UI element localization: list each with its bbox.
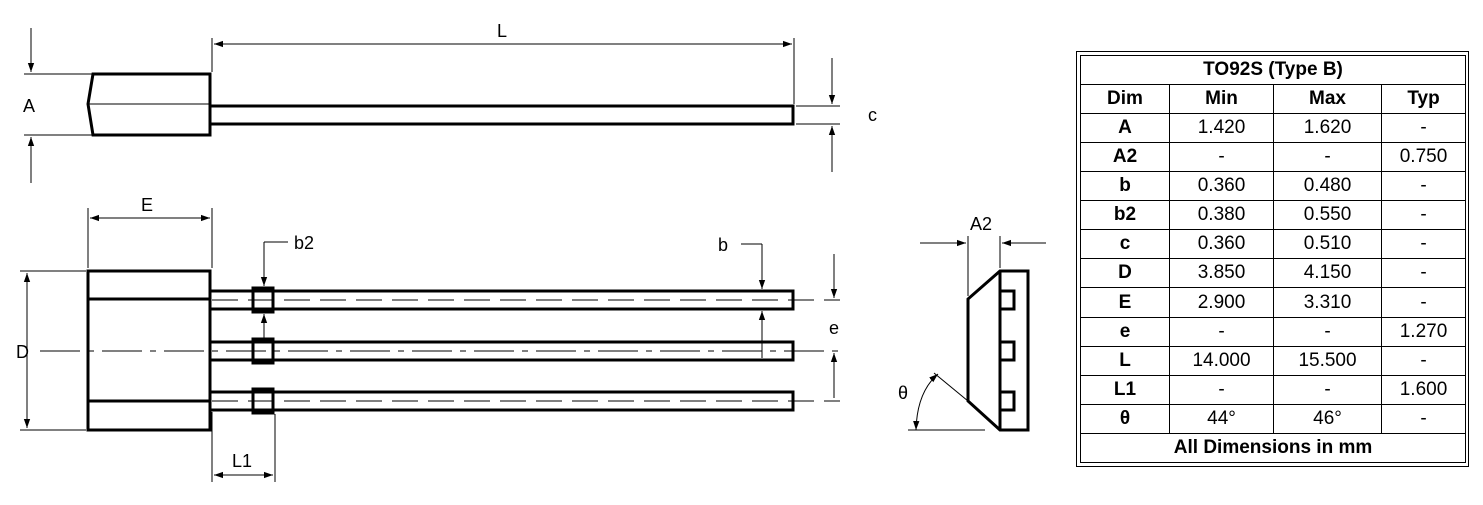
table-header-cell: Max	[1273, 84, 1382, 114]
table-dim-cell: E	[1080, 287, 1170, 318]
table-value-cell: -	[1380, 200, 1467, 231]
table-value-cell: 15.500	[1273, 345, 1382, 376]
end-view: A2 θ	[898, 214, 1046, 432]
table-value-cell: -	[1273, 374, 1382, 405]
table-dim-cell: e	[1080, 316, 1170, 347]
table-footer: All Dimensions in mm	[1079, 433, 1467, 463]
table-value-cell: -	[1273, 316, 1382, 347]
table-value-cell: -	[1169, 316, 1274, 347]
table-value-cell: 0.360	[1169, 171, 1274, 202]
label-c: c	[868, 105, 877, 125]
side-view: L A c	[23, 21, 877, 183]
table-value-cell: 1.620	[1273, 112, 1382, 144]
dim-theta-arc	[913, 373, 939, 431]
table-header-cell: Dim	[1080, 84, 1170, 114]
side-view-lead	[208, 104, 795, 126]
table-value-cell: 1.420	[1169, 112, 1274, 144]
table-value-cell: -	[1273, 142, 1382, 173]
label-b2: b2	[294, 233, 314, 253]
label-L: L	[497, 21, 507, 41]
table-value-cell: 0.510	[1273, 229, 1382, 260]
table-value-cell: -	[1380, 287, 1467, 318]
table-dim-cell: b	[1080, 171, 1170, 202]
table-value-cell: -	[1380, 403, 1467, 435]
table-value-cell: 3.310	[1273, 287, 1382, 318]
table-dim-cell: A2	[1080, 142, 1170, 173]
table-value-cell: 0.480	[1273, 171, 1382, 202]
table-row: A2--0.750	[1080, 142, 1467, 173]
table-value-cell: 14.000	[1169, 345, 1274, 376]
label-L1: L1	[232, 451, 252, 471]
table-value-cell: 1.270	[1380, 316, 1467, 347]
table-value-cell: -	[1380, 171, 1467, 202]
label-theta: θ	[898, 383, 908, 403]
table-value-cell: 3.850	[1169, 258, 1274, 289]
table-row: e--1.270	[1080, 316, 1467, 347]
table-value-cell: 0.750	[1380, 142, 1467, 173]
table-value-cell: -	[1380, 258, 1467, 289]
table-value-cell: 0.550	[1273, 200, 1382, 231]
label-A2: A2	[970, 214, 992, 234]
table-value-cell: -	[1380, 345, 1467, 376]
table-dim-cell: L1	[1080, 374, 1170, 405]
table-value-cell: 0.380	[1169, 200, 1274, 231]
table-title: TO92S (Type B)	[1079, 55, 1467, 85]
table-value-cell: -	[1380, 229, 1467, 260]
table-header-cell: Min	[1169, 84, 1274, 114]
table-dim-cell: θ	[1080, 403, 1170, 435]
label-D: D	[16, 342, 29, 362]
table-dim-cell: L	[1080, 345, 1170, 376]
table-value-cell: 44°	[1169, 403, 1274, 435]
table-row: L1--1.600	[1080, 374, 1467, 405]
table-value-cell: 0.360	[1169, 229, 1274, 260]
table-value-cell: 4.150	[1273, 258, 1382, 289]
table-value-cell: -	[1380, 112, 1467, 144]
table-value-cell: 46°	[1273, 403, 1382, 435]
table-dim-cell: b2	[1080, 200, 1170, 231]
table-header-cell: Typ	[1380, 84, 1467, 114]
top-view: E D b2 b e L1	[16, 195, 840, 482]
label-e: e	[829, 318, 839, 338]
table-value-cell: -	[1169, 374, 1274, 405]
table-value-cell: 2.900	[1169, 287, 1274, 318]
table-dim-cell: D	[1080, 258, 1170, 289]
table-value-cell: -	[1169, 142, 1274, 173]
end-view-body	[966, 269, 1030, 432]
table-value-cell: 1.600	[1380, 374, 1467, 405]
label-E: E	[141, 195, 153, 215]
table-dim-cell: c	[1080, 229, 1170, 260]
label-A: A	[23, 96, 35, 116]
label-b: b	[718, 235, 728, 255]
table-dim-cell: A	[1080, 112, 1170, 144]
